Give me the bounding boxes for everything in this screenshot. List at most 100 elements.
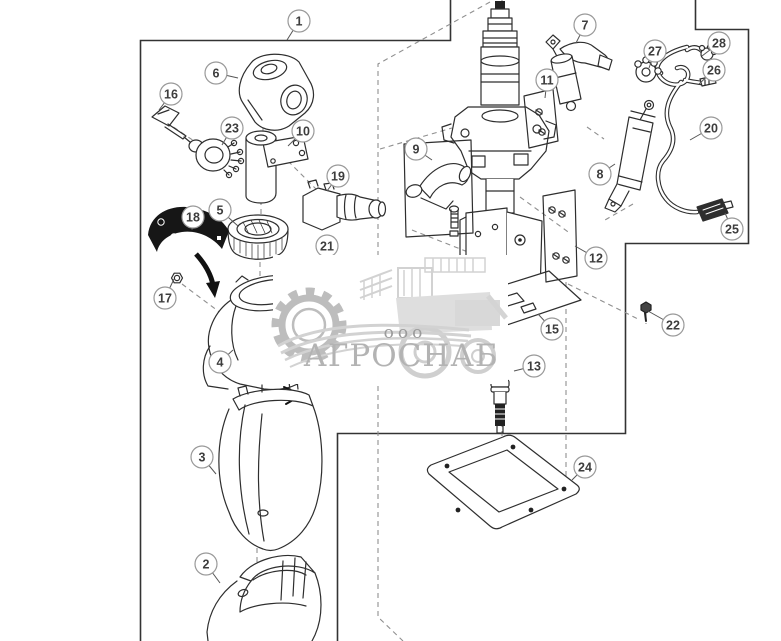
part-drawing-wiring-harness <box>634 43 734 222</box>
callout-circle <box>208 198 232 222</box>
callout-25: 25 <box>720 212 744 241</box>
part-drawing-tilt-lever <box>403 139 474 238</box>
part-drawing-nut <box>170 272 184 284</box>
callout-22: 22 <box>647 310 685 337</box>
callout-circle <box>661 313 685 337</box>
part-drawing-bearing-ring <box>227 214 289 260</box>
part-drawing-lock-cylinder-bracket <box>245 130 309 204</box>
callout-circle <box>522 354 546 378</box>
callout-number: 24 <box>578 461 592 475</box>
callout-number: 7 <box>582 19 589 33</box>
callout-circle <box>181 205 205 229</box>
callout-4: 4 <box>208 349 234 374</box>
part-drawing-lower-cover <box>206 554 322 641</box>
callout-27: 27 <box>643 39 667 69</box>
callout-number: 13 <box>527 360 541 374</box>
callout-number: 12 <box>589 252 603 266</box>
harvester-art <box>359 257 508 379</box>
callout-9: 9 <box>404 137 433 161</box>
callout-7: 7 <box>573 13 597 44</box>
part-drawing-tilt-actuator <box>545 34 613 112</box>
callout-number: 4 <box>217 356 224 370</box>
part-drawing-gasket <box>426 434 580 530</box>
callout-11: 11 <box>535 68 559 99</box>
callout-1: 1 <box>286 9 311 41</box>
swoosh-lines <box>277 323 472 368</box>
part-drawing-middle-cover <box>218 380 323 552</box>
callout-circle <box>702 58 726 82</box>
callout-number: 11 <box>540 74 553 88</box>
callout-circle <box>287 9 311 33</box>
callout-circle <box>720 217 744 241</box>
part-drawing-key <box>151 105 187 140</box>
callout-20: 20 <box>689 116 723 141</box>
callout-18: 18 <box>181 205 205 231</box>
callout-number: 1 <box>296 15 303 29</box>
callout-number: 9 <box>413 143 420 157</box>
callout-number: 25 <box>725 223 739 237</box>
callout-circle <box>584 246 608 270</box>
callout-circle <box>573 455 597 479</box>
callout-number: 8 <box>597 168 604 182</box>
callout-number: 3 <box>199 451 206 465</box>
callout-layer: 1234567891011121315161718192021222324252… <box>153 9 744 584</box>
callout-17: 17 <box>153 278 177 310</box>
watermark: ооо АГРОСНАБ <box>271 255 508 384</box>
callout-number: 15 <box>545 323 559 337</box>
callout-number: 16 <box>164 88 178 102</box>
callout-circle <box>194 552 218 576</box>
watermark-prefix: ооо <box>384 323 427 343</box>
callout-number: 20 <box>704 122 718 136</box>
callout-circle <box>159 82 183 106</box>
connector-25 <box>696 198 734 222</box>
part-drawing-combination-switch <box>302 179 387 231</box>
callout-circle <box>707 31 731 55</box>
callout-28: 28 <box>701 31 731 57</box>
callout-6: 6 <box>204 61 239 85</box>
callout-number: 6 <box>213 67 220 81</box>
part-drawing-ignition-switch <box>183 136 245 179</box>
callout-12: 12 <box>574 245 608 270</box>
callout-number: 23 <box>225 122 239 136</box>
callout-number: 21 <box>320 240 334 254</box>
callout-16: 16 <box>158 82 183 111</box>
callout-23: 23 <box>220 116 244 146</box>
watermark-company-name: АГРОСНАБ <box>303 338 498 374</box>
callout-number: 18 <box>186 211 200 225</box>
callout-circle <box>404 137 428 161</box>
callout-circle <box>573 13 597 37</box>
part-drawing-hub-housing <box>238 53 315 131</box>
frame-border <box>139 0 750 641</box>
callout-5: 5 <box>208 198 239 227</box>
callout-24: 24 <box>571 455 597 481</box>
callout-2: 2 <box>194 552 221 584</box>
callout-number: 19 <box>331 170 345 184</box>
callout-number: 28 <box>712 37 726 51</box>
callout-circle <box>153 286 177 310</box>
callout-number: 26 <box>707 64 721 78</box>
callout-circle <box>535 68 559 92</box>
callout-19: 19 <box>326 164 350 192</box>
callout-circle <box>540 317 564 341</box>
callout-circle <box>220 116 244 140</box>
callout-number: 2 <box>203 558 210 572</box>
callout-circle <box>643 39 667 63</box>
part-drawing-fastener-plate-upper <box>523 88 559 149</box>
callout-circle <box>326 164 350 188</box>
callout-number: 22 <box>666 319 680 333</box>
callout-circle <box>190 445 214 469</box>
callout-number: 10 <box>296 125 310 139</box>
callout-circle <box>291 119 315 143</box>
callout-21: 21 <box>315 234 339 258</box>
callout-3: 3 <box>190 445 217 475</box>
part-drawing-lift-cylinder <box>604 99 656 213</box>
callout-number: 5 <box>217 204 224 218</box>
callout-circle <box>204 61 228 85</box>
rotation-arrow <box>194 252 220 298</box>
callout-10: 10 <box>287 119 315 147</box>
part-drawing-bolt <box>640 301 652 322</box>
part-drawings <box>148 1 734 641</box>
callout-circle <box>699 116 723 140</box>
callout-15: 15 <box>537 313 564 341</box>
